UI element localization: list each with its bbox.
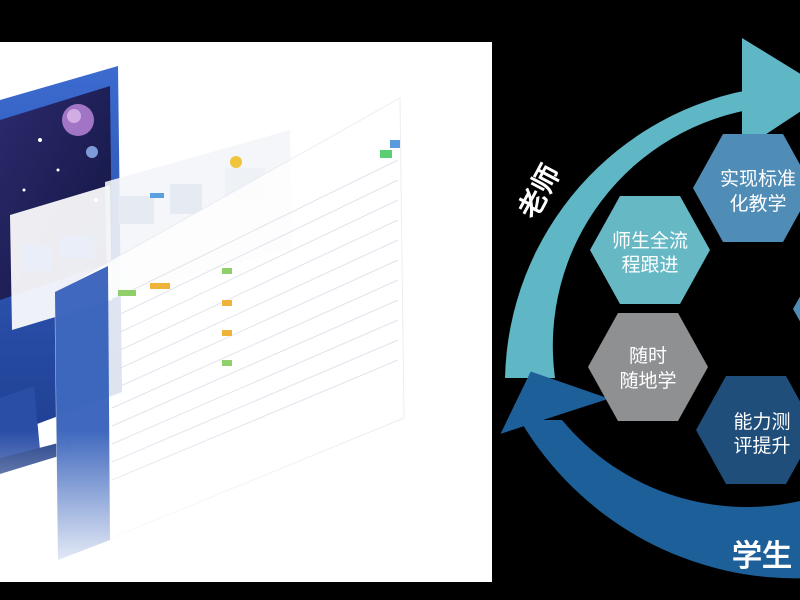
- teacher-arrow-head: [742, 38, 800, 150]
- hex-learn-anywhere: [588, 313, 708, 421]
- student-arc: [520, 420, 800, 579]
- hex-standard-teaching-line2: 化教学: [729, 193, 786, 215]
- hex-partial-right: [793, 296, 800, 322]
- hex-learn-anywhere-line2: 随地学: [619, 370, 676, 392]
- student-arrow-head: [500, 371, 609, 434]
- hex-full-process-tracking-line1: 师生全流: [612, 230, 688, 252]
- cycle-diagram: [500, 38, 800, 579]
- hex-ability-assessment-line2: 评提升: [733, 435, 790, 457]
- hex-full-process-tracking: [590, 196, 710, 304]
- fade-overlay: [0, 430, 492, 582]
- student-label: 学生: [732, 539, 792, 574]
- hex-learn-anywhere-line1: 随时: [629, 345, 667, 367]
- hex-standard-teaching: [693, 134, 800, 242]
- hex-standard-teaching-line1: 实现标准: [720, 168, 796, 190]
- hex-ability-assessment: [696, 376, 800, 484]
- hex-full-process-tracking-line2: 程跟进: [621, 254, 678, 276]
- hex-ability-assessment-line1: 能力测: [733, 411, 790, 433]
- teacher-arc: [505, 88, 760, 378]
- table-rows: [111, 159, 399, 481]
